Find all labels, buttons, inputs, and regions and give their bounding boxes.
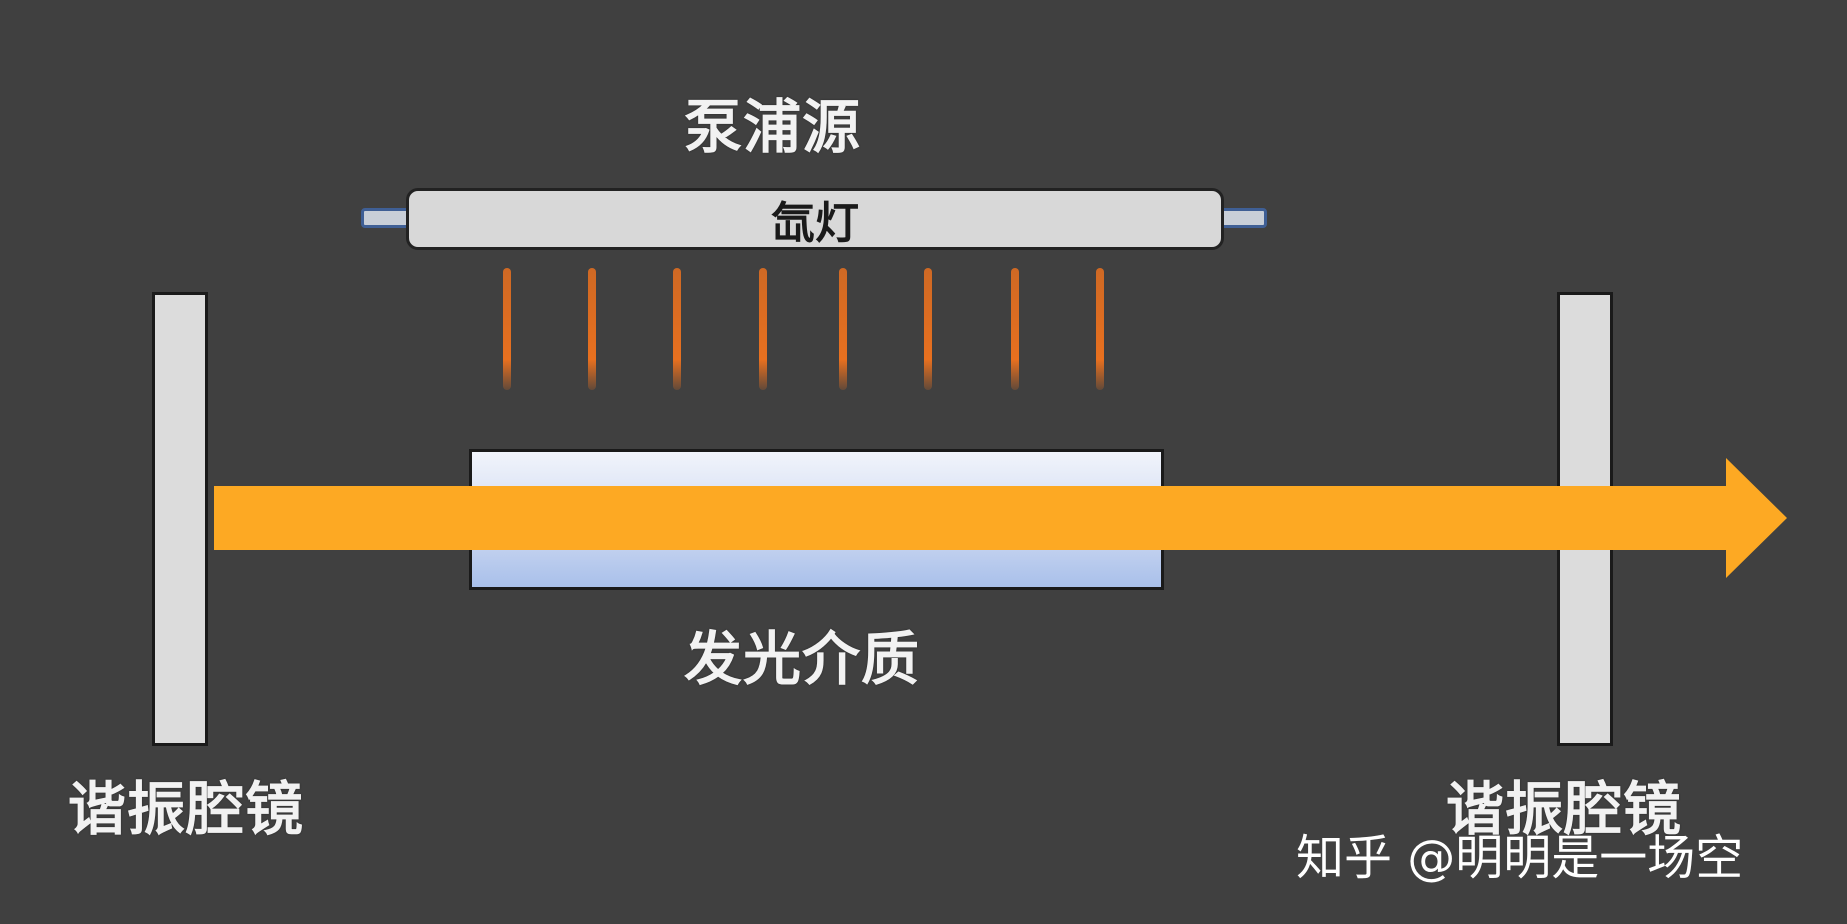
resonator-mirror-left-label: 谐振腔镜 bbox=[68, 775, 305, 843]
pump-ray-3 bbox=[673, 268, 681, 390]
watermark-text: 知乎 @明明是一场空 bbox=[1296, 830, 1744, 886]
pump-ray-5 bbox=[839, 268, 847, 390]
gain-medium-label: 发光介质 bbox=[684, 625, 921, 693]
pump-ray-7 bbox=[1011, 268, 1019, 390]
pump-source-label: 泵浦源 bbox=[684, 93, 862, 161]
pump-rays-group bbox=[503, 268, 1104, 390]
pump-ray-6 bbox=[924, 268, 932, 390]
laser-beam-arrow bbox=[214, 458, 1787, 578]
resonator-mirror-left bbox=[152, 292, 208, 746]
pump-ray-4 bbox=[759, 268, 767, 390]
xenon-lamp-label: 氙灯 bbox=[771, 198, 859, 249]
xenon-lamp-tube: 氙灯 bbox=[406, 188, 1224, 250]
pump-ray-2 bbox=[588, 268, 596, 390]
resonator-mirror-right-label: 谐振腔镜 bbox=[1446, 775, 1683, 843]
pump-ray-8 bbox=[1096, 268, 1104, 390]
pump-ray-1 bbox=[503, 268, 511, 390]
